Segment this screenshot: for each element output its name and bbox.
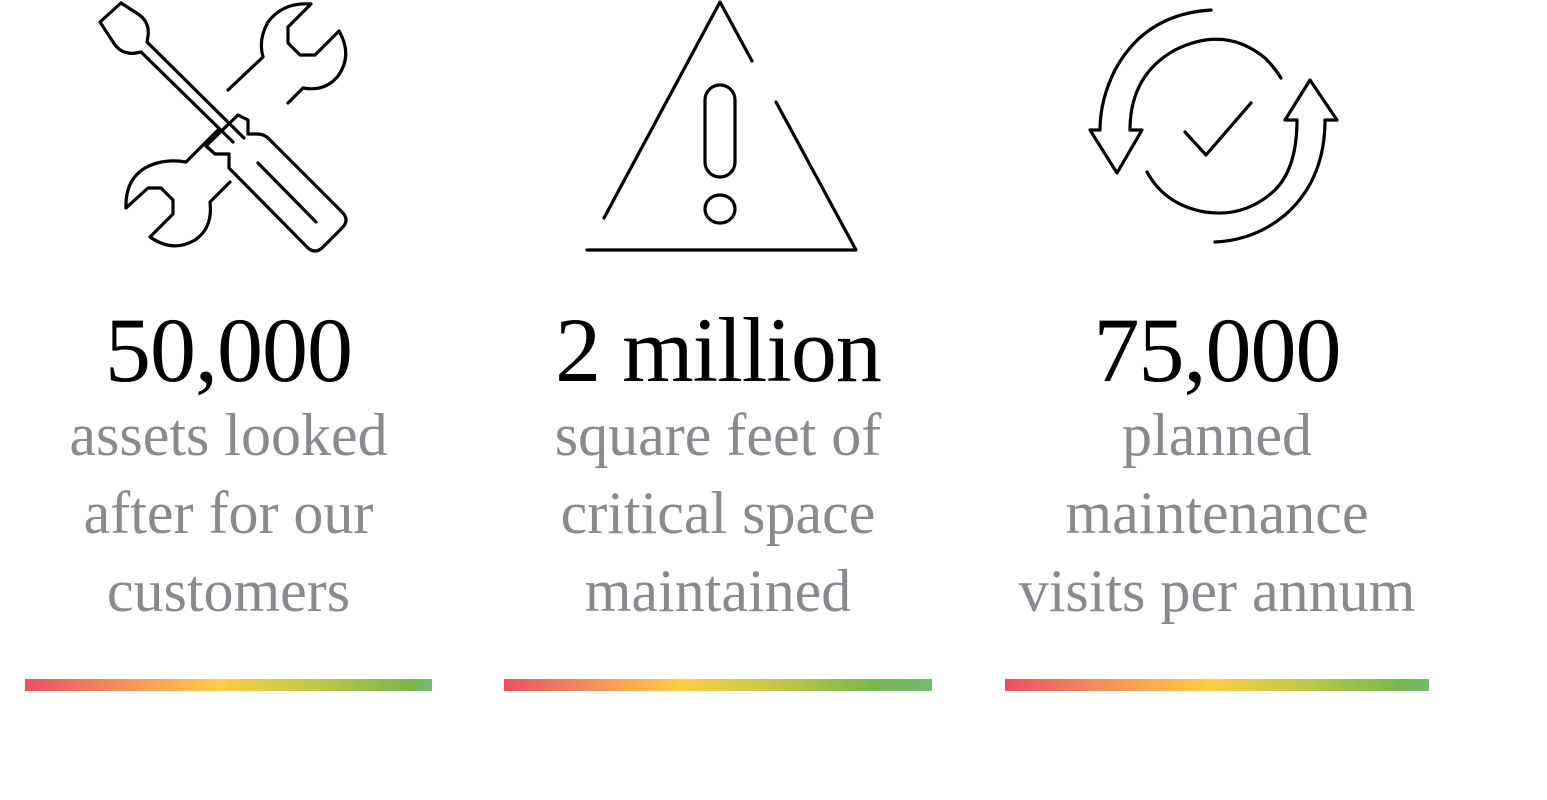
description-line: critical space <box>560 480 876 546</box>
description-line: planned <box>1122 402 1312 468</box>
gradient-bar <box>25 679 432 691</box>
stat-number: 2 million <box>555 299 882 401</box>
stat-number: 75,000 <box>1093 299 1342 401</box>
tools-icon <box>93 0 353 260</box>
stat-description: square feet of critical space maintained <box>504 396 932 630</box>
description-line: assets looked <box>69 402 388 468</box>
description-line: after for our <box>83 480 374 546</box>
gradient-bar <box>504 679 932 691</box>
description-line: visits per annum <box>1018 558 1416 624</box>
stat-number: 50,000 <box>105 299 353 401</box>
description-line: maintained <box>584 558 852 624</box>
stat-description: planned maintenance visits per annum <box>1005 396 1429 630</box>
description-line: maintenance <box>1065 480 1369 546</box>
stat-description: assets looked after for our customers <box>25 396 432 630</box>
description-line: customers <box>106 558 351 624</box>
gradient-bar <box>1005 679 1429 691</box>
warning-triangle-icon <box>584 0 864 260</box>
refresh-check-icon <box>1085 0 1345 250</box>
description-line: square feet of <box>554 402 882 468</box>
